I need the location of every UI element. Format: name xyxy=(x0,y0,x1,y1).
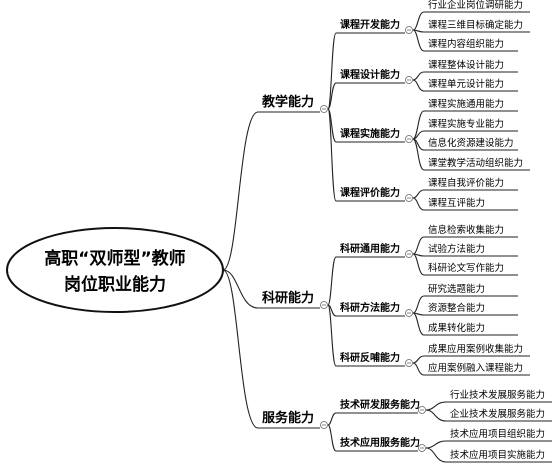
connector-line xyxy=(327,412,337,426)
leaf-node-label[interactable]: 课程实施通用能力 xyxy=(428,98,504,110)
leaf-node-label[interactable]: 科研论文写作能力 xyxy=(428,262,504,274)
level2-collapse-button[interactable] xyxy=(405,359,413,367)
level2-node-label[interactable]: 技术应用服务能力 xyxy=(340,436,420,449)
level1-collapse-button[interactable] xyxy=(320,301,328,309)
connector-line xyxy=(222,269,259,429)
connector-line xyxy=(412,197,425,211)
connector-line xyxy=(222,111,259,271)
leaf-node-label[interactable]: 课程互评能力 xyxy=(428,197,485,209)
leaf-node-label[interactable]: 行业企业岗位调研能力 xyxy=(428,0,523,11)
connector-line xyxy=(412,79,425,92)
level2-node-label[interactable]: 技术研发服务能力 xyxy=(340,398,420,411)
level2-node-label[interactable]: 科研方法能力 xyxy=(340,301,400,314)
leaf-node-label[interactable]: 成果应用案例收集能力 xyxy=(428,343,523,355)
connector-line xyxy=(327,32,337,110)
connector-line xyxy=(327,108,337,202)
connector-line xyxy=(412,29,425,52)
connector-line xyxy=(425,409,447,422)
leaf-node-label[interactable]: 应用案例融入课程能力 xyxy=(428,362,523,374)
leaf-node-label[interactable]: 课程实施专业能力 xyxy=(428,118,504,130)
connector-line xyxy=(412,71,425,81)
connector-line xyxy=(327,424,337,452)
level2-collapse-button[interactable] xyxy=(418,406,426,414)
leaf-node-label[interactable]: 信息检索收集能力 xyxy=(428,224,504,236)
level2-node-label[interactable]: 科研反哺能力 xyxy=(340,351,400,364)
level2-collapse-button[interactable] xyxy=(405,26,413,34)
connector-line xyxy=(412,355,425,364)
level2-node-label[interactable]: 课程实施能力 xyxy=(340,127,400,140)
leaf-node-label[interactable]: 课程自我评价能力 xyxy=(428,177,504,189)
connector-line xyxy=(327,304,337,317)
level2-collapse-button[interactable] xyxy=(405,135,413,143)
connector-line xyxy=(222,269,259,309)
leaf-node-label[interactable]: 课程三维目标确定能力 xyxy=(428,19,523,31)
mindmap-nodes: 高职“双师型”教师 岗位职业能力 教学能力 课程开发能力 行业企业岗位调研能力课程三… xyxy=(6,0,545,461)
connector-line xyxy=(327,82,337,110)
connector-line xyxy=(425,401,447,411)
level2-collapse-button[interactable] xyxy=(405,250,413,258)
connector-line xyxy=(412,295,425,314)
level1-node-label[interactable]: 服务能力 xyxy=(262,410,314,426)
leaf-node-label[interactable]: 研究选题能力 xyxy=(428,283,485,295)
connector-line xyxy=(412,110,425,140)
level2-node-label[interactable]: 课程开发能力 xyxy=(340,18,400,31)
leaf-node-label[interactable]: 资源整合能力 xyxy=(428,302,485,314)
root-node[interactable] xyxy=(6,227,224,313)
leaf-node-label[interactable]: 企业技术发展服务能力 xyxy=(450,408,545,420)
level1-collapse-button[interactable] xyxy=(320,421,328,429)
leaf-node-label[interactable]: 行业技术发展服务能力 xyxy=(450,389,545,401)
level2-collapse-button[interactable] xyxy=(405,194,413,202)
level2-collapse-button[interactable] xyxy=(418,444,426,452)
root-title-line1: 高职“双师型”教师 xyxy=(44,248,185,269)
connector-line xyxy=(412,236,425,255)
connector-line xyxy=(425,447,447,463)
leaf-node-label[interactable]: 技术应用项目组织能力 xyxy=(450,428,545,440)
connector-line xyxy=(412,362,425,376)
connector-line xyxy=(327,256,337,306)
connector-line xyxy=(327,304,337,367)
leaf-node-label[interactable]: 成果转化能力 xyxy=(428,322,485,334)
leaf-node-label[interactable]: 课程内容组织能力 xyxy=(428,38,504,50)
leaf-node-label[interactable]: 技术应用项目实施能力 xyxy=(450,449,545,461)
leaf-node-label[interactable]: 试验方法能力 xyxy=(428,243,485,255)
connector-line xyxy=(412,189,425,199)
leaf-node-label[interactable]: 信息化资源建设能力 xyxy=(428,137,514,149)
level2-node-label[interactable]: 课程评价能力 xyxy=(340,186,400,199)
root-title-line2: 岗位职业能力 xyxy=(64,274,166,295)
connector-line xyxy=(412,138,425,171)
level2-node-label[interactable]: 科研通用能力 xyxy=(340,242,400,255)
leaf-node-label[interactable]: 课程整体设计能力 xyxy=(428,59,504,71)
leaf-node-label[interactable]: 课程单元设计能力 xyxy=(428,78,504,90)
connector-line xyxy=(425,440,447,449)
level1-node-label[interactable]: 科研能力 xyxy=(262,290,314,306)
connector-line xyxy=(412,11,425,31)
connector-line xyxy=(412,253,425,276)
level2-node-label[interactable]: 课程设计能力 xyxy=(340,68,400,81)
level1-collapse-button[interactable] xyxy=(320,105,328,113)
level2-collapse-button[interactable] xyxy=(405,309,413,317)
connector-lines xyxy=(222,11,552,463)
leaf-node-label[interactable]: 课堂教学活动组织能力 xyxy=(428,157,523,169)
connector-line xyxy=(412,312,425,336)
level1-node-label[interactable]: 教学能力 xyxy=(261,94,314,110)
level2-collapse-button[interactable] xyxy=(405,76,413,84)
